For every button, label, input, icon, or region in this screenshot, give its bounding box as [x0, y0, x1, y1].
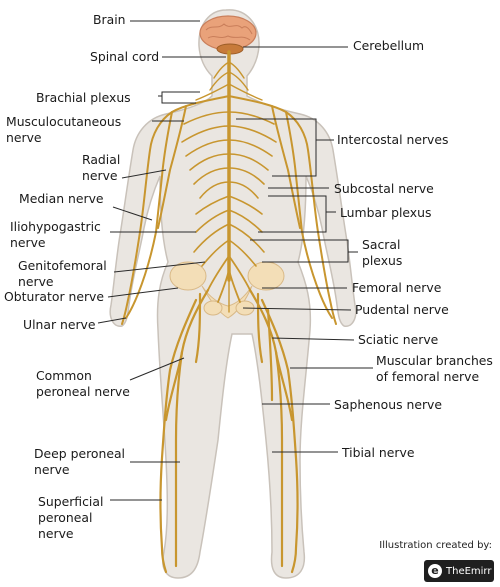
leader-median [112, 206, 153, 221]
leader-intercostal [236, 118, 334, 177]
leg-nerves-left [159, 288, 210, 574]
leader-ulnar [97, 317, 127, 324]
label-deep-peroneal-nerve: Deep peroneal nerve [34, 446, 125, 477]
label-subcostal-nerve: Subcostal nerve [334, 181, 434, 196]
leader-common-peroneal [129, 357, 185, 381]
cervical-branches [195, 61, 263, 101]
leader-lines [97, 20, 373, 501]
label-genitofemoral-nerve: Genitofemoral nerve [18, 258, 107, 289]
label-muscular-branches: Muscular branches of femoral nerve [376, 353, 493, 384]
brand-name: TheEmirr [446, 565, 492, 577]
label-spinal-cord: Spinal cord [90, 49, 160, 64]
label-superficial-peroneal-nerve: Superficial peroneal nerve [38, 494, 104, 541]
label-pudental-nerve: Pudental nerve [355, 302, 449, 317]
label-brain: Brain [93, 12, 126, 27]
label-saphenous-nerve: Saphenous nerve [334, 397, 443, 412]
brand-logo: e TheEmirr [424, 560, 494, 582]
leader-lumbar [258, 195, 336, 233]
leader-pudental [242, 307, 352, 311]
label-median-nerve: Median nerve [19, 191, 104, 206]
label-radial-nerve: Radial nerve [82, 152, 121, 183]
label-obturator-nerve: Obturator nerve [4, 289, 105, 304]
label-sciatic-nerve: Sciatic nerve [358, 332, 439, 347]
leader-sacral [250, 239, 358, 263]
brand-logo-icon: e [428, 564, 442, 578]
label-femoral-nerve: Femoral nerve [352, 280, 442, 295]
lumbar-branches [193, 195, 265, 267]
brain [199, 15, 257, 55]
label-brachial-plexus: Brachial plexus [36, 90, 131, 105]
label-ulnar-nerve: Ulnar nerve [23, 317, 96, 332]
leader-obturator [107, 287, 179, 298]
label-cerebellum: Cerebellum [353, 38, 425, 53]
leg-nerves-right [248, 288, 299, 574]
label-tibial-nerve: Tibial nerve [342, 445, 415, 460]
intercostal-nerves [181, 111, 277, 199]
leader-sciatic [271, 337, 355, 341]
leader-radial [121, 169, 167, 179]
illustration-credit: Illustration created by: [379, 540, 492, 551]
leader-genitofemoral [113, 261, 206, 273]
label-musculocutaneous-nerve: Musculocutaneous nerve [6, 114, 122, 145]
label-common-peroneal-nerve: Common peroneal nerve [36, 368, 130, 399]
leader-brachial-plexus [158, 91, 200, 104]
label-intercostal-nerves: Intercostal nerves [337, 132, 449, 147]
label-sacral-plexus: Sacral plexus [362, 237, 403, 268]
sacral-branches [207, 255, 251, 313]
label-lumbar-plexus: Lumbar plexus [340, 205, 432, 220]
label-iliohypogastric-nerve: Iliohypogastric nerve [10, 219, 101, 250]
